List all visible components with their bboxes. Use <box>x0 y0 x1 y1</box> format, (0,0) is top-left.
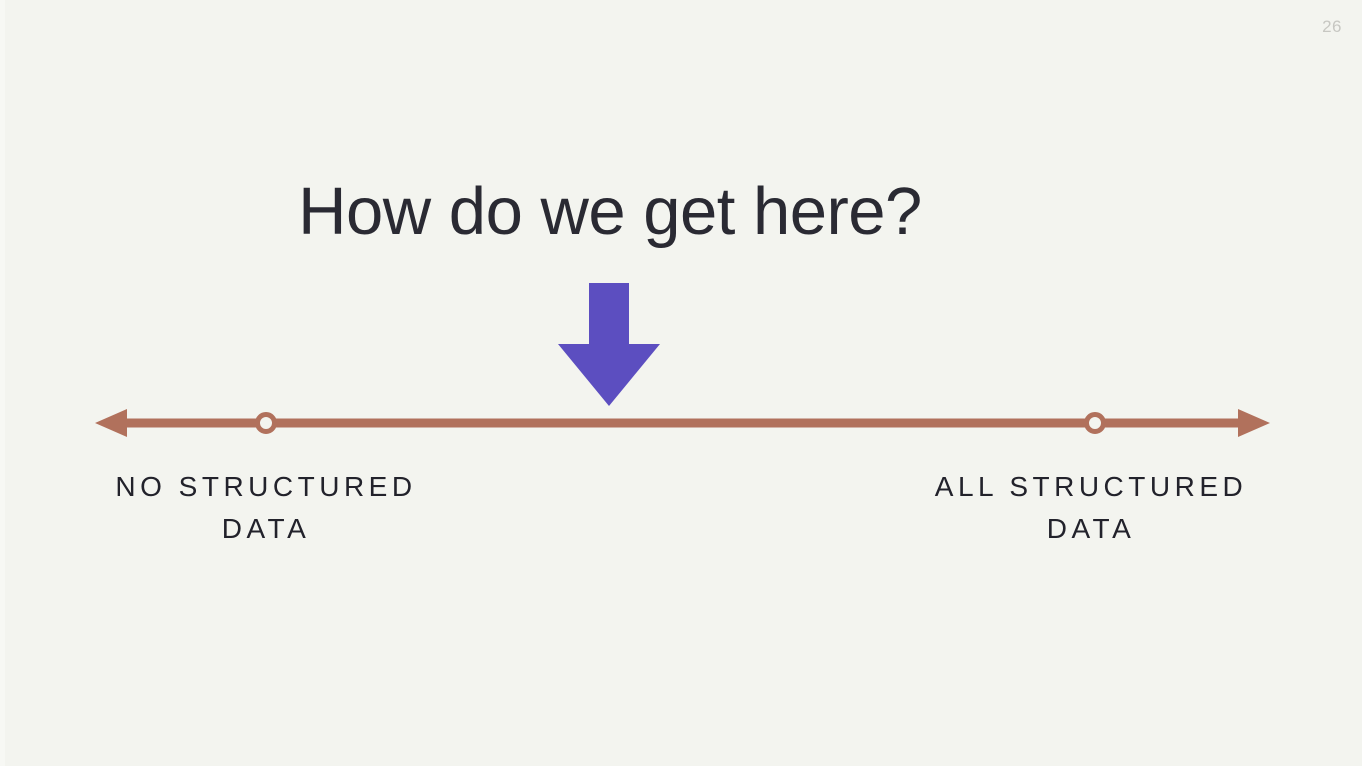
spectrum-line <box>117 418 1248 428</box>
axis-label-left: NO STRUCTURED DATA <box>101 466 431 550</box>
axis-label-left-line2: DATA <box>221 513 311 544</box>
axis-label-right-line1: ALL STRUCTURED <box>934 471 1248 502</box>
down-arrow <box>549 273 669 413</box>
slide-left-edge <box>0 0 5 766</box>
spectrum-axis <box>95 398 1270 450</box>
right-arrowhead <box>1238 409 1270 437</box>
page-number: 26 <box>1322 17 1342 36</box>
axis-label-right-line2: DATA <box>1046 513 1136 544</box>
axis-label-right: ALL STRUCTURED DATA <box>926 466 1256 550</box>
axis-label-left-line1: NO STRUCTURED <box>115 471 417 502</box>
left-arrowhead <box>95 409 127 437</box>
marker-left <box>255 412 277 434</box>
marker-right <box>1084 412 1106 434</box>
page-title: How do we get here? <box>298 174 922 249</box>
down-arrow-shape <box>558 283 660 406</box>
